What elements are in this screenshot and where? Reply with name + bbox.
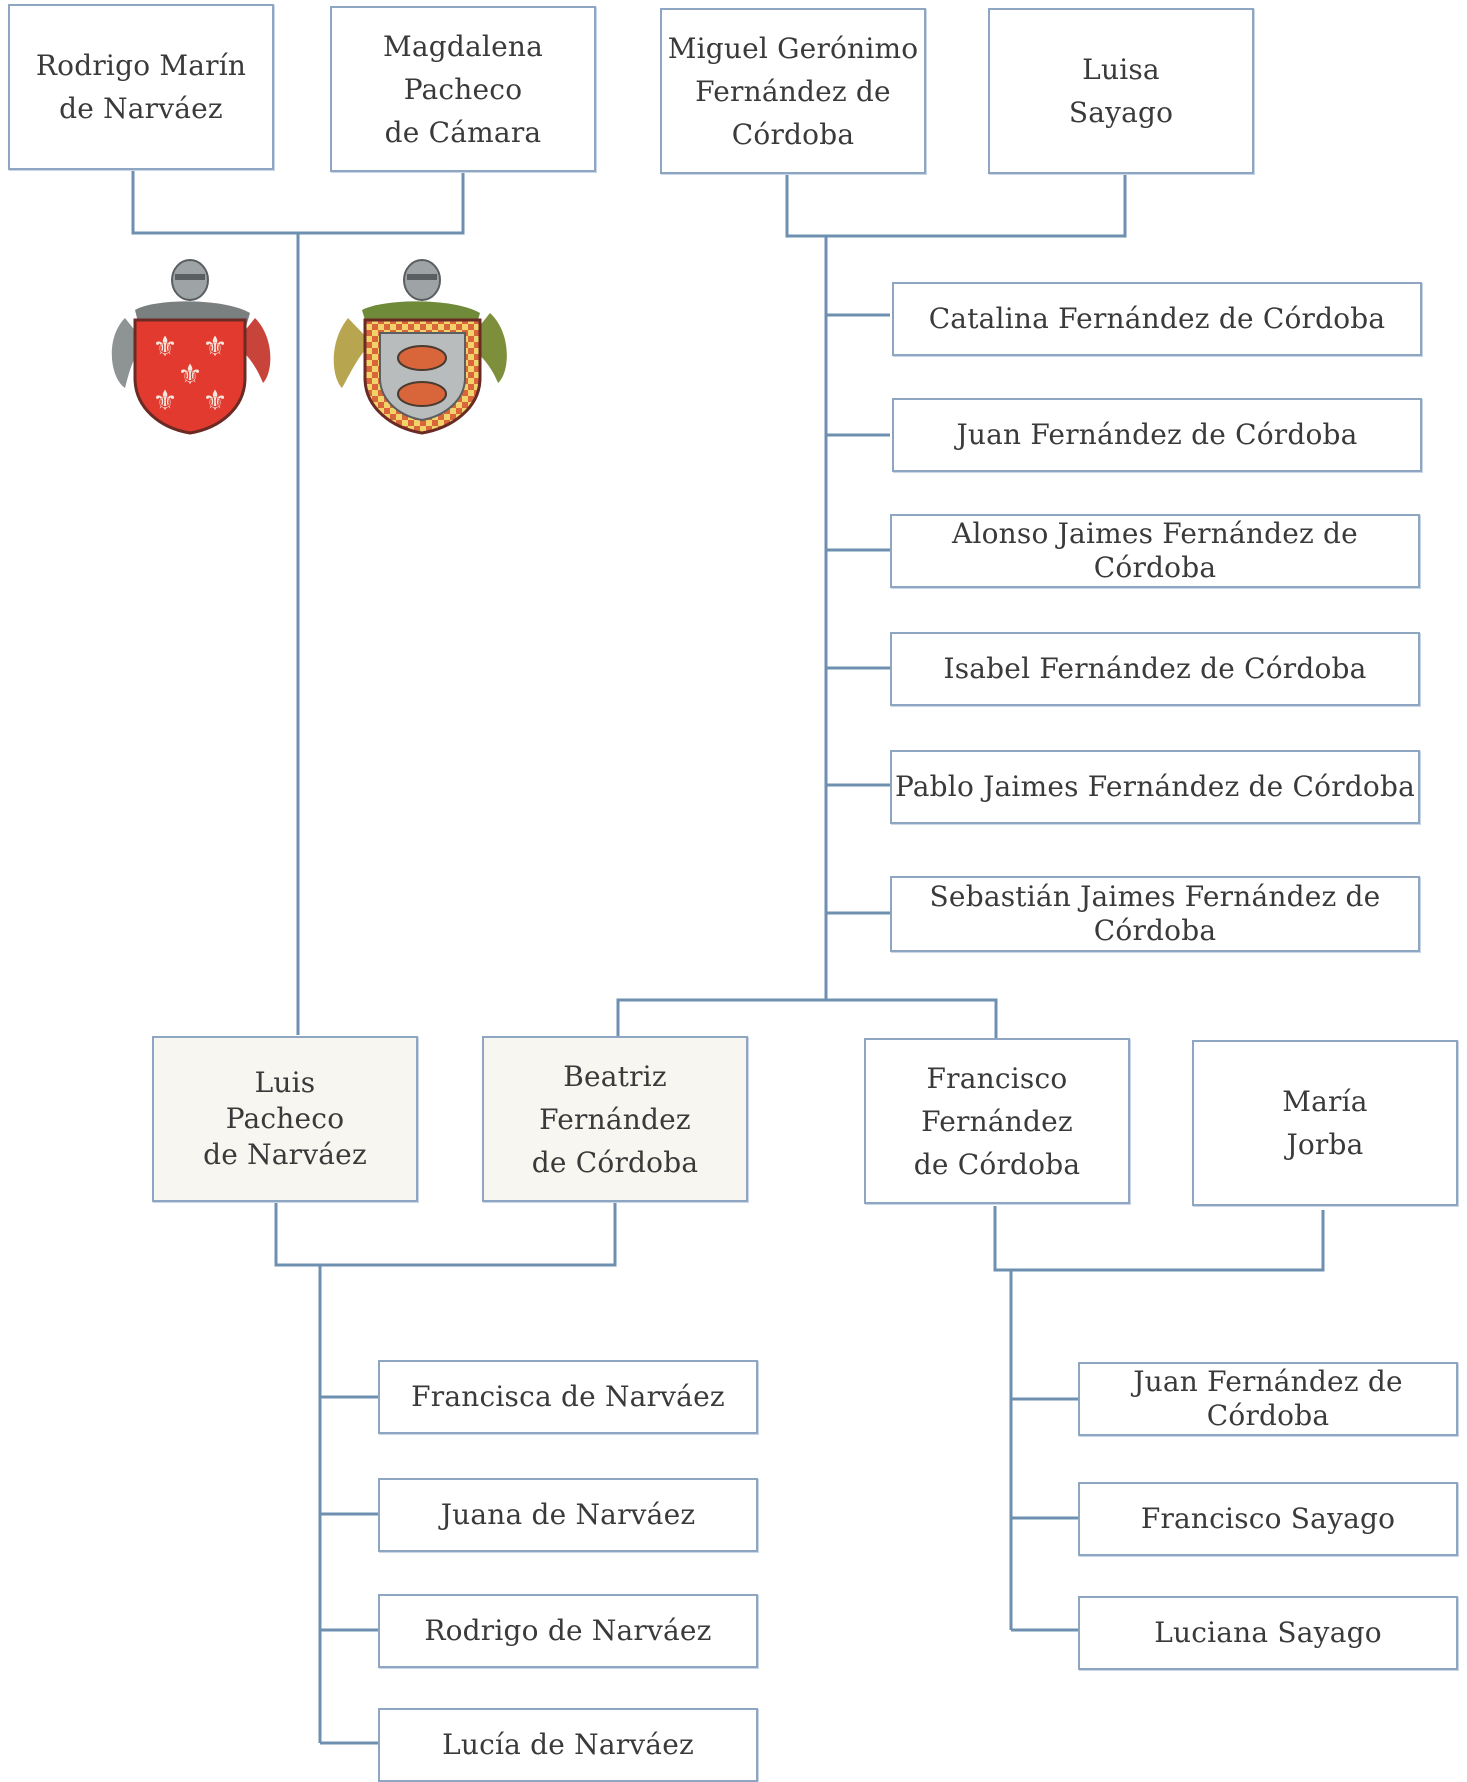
person-miguel-geronimo: Miguel Gerónimo Fernández de Córdoba — [660, 8, 926, 174]
pacheco-coat-of-arms-icon — [333, 259, 507, 435]
svg-text:⚜: ⚜ — [177, 358, 202, 391]
person-name: Luisa Sayago — [1068, 53, 1174, 129]
person-name: Juana de Narváez — [440, 1498, 696, 1531]
person-name: María Jorba — [1282, 1085, 1368, 1161]
bar-beatriz-francisco — [616, 998, 998, 1040]
person-name: Catalina Fernández de Córdoba — [928, 302, 1386, 335]
person-luisa-sayago: Luisa Sayago — [988, 8, 1254, 174]
person-juan-fernandez-jr: Juan Fernández de Córdoba — [1078, 1362, 1458, 1436]
person-beatriz: Beatriz Fernández de Córdoba — [482, 1036, 748, 1202]
person-name: Francisca de Narváez — [411, 1380, 725, 1413]
person-sebastian-jaimes: Sebastián Jaimes Fernández de Córdoba — [890, 876, 1420, 952]
person-name: Isabel Fernández de Córdoba — [943, 652, 1367, 685]
person-isabel: Isabel Fernández de Córdoba — [890, 632, 1420, 706]
person-name: Juan Fernández de Córdoba — [1133, 1365, 1403, 1432]
person-luis-pacheco: Luis Pacheco de Narváez — [152, 1036, 418, 1202]
narvaez-coat-of-arms-icon: ⚜ ⚜ ⚜ ⚜ ⚜ — [111, 259, 271, 435]
person-name: Magdalena Pacheco de Cámara — [383, 29, 543, 149]
person-alonso-jaimes: Alonso Jaimes Fernández de Córdoba — [890, 514, 1420, 588]
person-name: Beatriz Fernández de Córdoba — [531, 1059, 699, 1179]
couple-line-rodrigo-magdalena — [131, 168, 465, 235]
person-juana-narvaez: Juana de Narváez — [378, 1478, 758, 1552]
svg-text:⚜: ⚜ — [152, 384, 177, 417]
person-name: Sebastián Jaimes Fernández de Córdoba — [929, 880, 1381, 947]
person-name: Rodrigo de Narváez — [424, 1614, 712, 1647]
person-name: Juan Fernández de Córdoba — [956, 418, 1358, 451]
person-lucia-narvaez: Lucía de Narváez — [378, 1708, 758, 1782]
person-catalina: Catalina Fernández de Córdoba — [892, 282, 1422, 356]
person-name: Pablo Jaimes Fernández de Córdoba — [895, 770, 1415, 803]
person-name: Francisco Fernández de Córdoba — [913, 1061, 1081, 1181]
couple-line-miguel-luisa — [785, 172, 1127, 238]
svg-text:⚜: ⚜ — [152, 330, 177, 363]
person-rodrigo-narvaez: Rodrigo de Narváez — [378, 1594, 758, 1668]
person-juan: Juan Fernández de Córdoba — [892, 398, 1422, 472]
person-francisco: Francisco Fernández de Córdoba — [864, 1038, 1130, 1204]
svg-text:⚜: ⚜ — [202, 384, 227, 417]
person-name: Miguel Gerónimo Fernández de Córdoba — [667, 31, 919, 151]
person-name: Rodrigo Marín de Narváez — [35, 49, 247, 125]
person-name: Luis Pacheco de Narváez — [203, 1066, 367, 1171]
person-francisca-narvaez: Francisca de Narváez — [378, 1360, 758, 1434]
person-maria-jorba: María Jorba — [1192, 1040, 1458, 1206]
couple-line-luis-beatriz — [274, 1200, 617, 1267]
person-name: Francisco Sayago — [1140, 1502, 1396, 1535]
person-name: Lucía de Narváez — [442, 1728, 694, 1761]
person-rodrigo-marin: Rodrigo Marín de Narváez — [8, 4, 274, 170]
person-magdalena-pacheco: Magdalena Pacheco de Cámara — [330, 6, 596, 172]
person-pablo-jaimes: Pablo Jaimes Fernández de Córdoba — [890, 750, 1420, 824]
person-name: Luciana Sayago — [1154, 1616, 1382, 1649]
person-name: Alonso Jaimes Fernández de Córdoba — [952, 517, 1358, 584]
person-francisco-sayago: Francisco Sayago — [1078, 1482, 1458, 1556]
person-luciana-sayago: Luciana Sayago — [1078, 1596, 1458, 1670]
couple-line-francisco-maria — [993, 1206, 1325, 1272]
svg-text:⚜: ⚜ — [202, 330, 227, 363]
